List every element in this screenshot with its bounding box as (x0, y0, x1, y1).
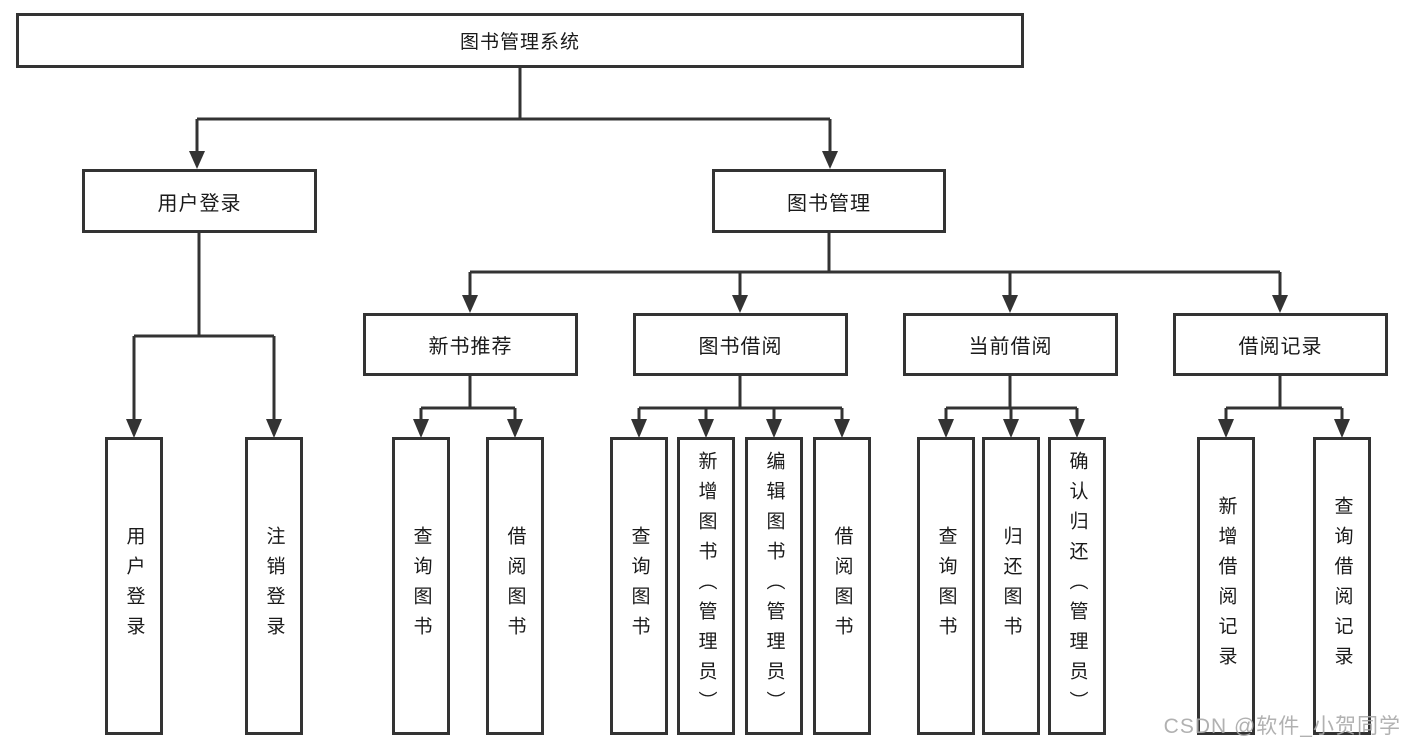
connector-book-mgmt-to-level3 (462, 233, 1288, 313)
leaf-query-borrow-record: 查询借阅记录 (1313, 437, 1371, 735)
leaf-label: 新增借阅记录 (1215, 496, 1237, 676)
leaf-query-books-recommend: 查询图书 (392, 437, 450, 735)
leaf-add-book-admin: 新增图书（管理员） (677, 437, 735, 735)
connector-borrow-to-leaves (631, 376, 850, 438)
node-label: 图书管理 (787, 192, 871, 215)
node-label: 新书推荐 (428, 336, 513, 358)
node-new-book-recommendation: 新书推荐 (363, 313, 578, 376)
leaf-label: 新增图书（管理员） (695, 451, 717, 721)
node-label: 当前借阅 (968, 336, 1053, 358)
leaf-return-book: 归还图书 (982, 437, 1040, 735)
leaf-logout: 注销登录 (245, 437, 303, 735)
node-label: 用户登录 (157, 192, 242, 215)
csdn-watermark: CSDN @软件_小贺同学 (1163, 715, 1401, 738)
leaf-add-borrow-record: 新增借阅记录 (1197, 437, 1255, 735)
connector-root-to-level2 (189, 68, 838, 169)
leaf-query-books-current: 查询图书 (917, 437, 975, 735)
leaf-label: 用户登录 (123, 526, 145, 646)
leaf-confirm-return-admin: 确认归还（管理员） (1048, 437, 1106, 735)
leaf-label: 编辑图书（管理员） (763, 451, 785, 721)
node-library-management-system: 图书管理系统 (16, 13, 1024, 68)
node-book-borrowing: 图书借阅 (633, 313, 848, 376)
leaf-label: 注销登录 (263, 526, 285, 646)
leaf-label: 查询图书 (935, 526, 957, 646)
node-label: 图书管理系统 (459, 32, 580, 53)
leaf-borrow-books-recommend: 借阅图书 (486, 437, 544, 735)
connector-records-to-leaves (1218, 376, 1350, 438)
leaf-edit-book-admin: 编辑图书（管理员） (745, 437, 803, 735)
leaf-label: 确认归还（管理员） (1066, 451, 1088, 721)
leaf-borrow-books-borrow: 借阅图书 (813, 437, 871, 735)
node-current-borrowing: 当前借阅 (903, 313, 1118, 376)
connector-user-login-to-leaves (126, 233, 282, 438)
connector-recommend-to-leaves (413, 376, 523, 438)
node-borrowing-records: 借阅记录 (1173, 313, 1388, 376)
leaf-label: 查询图书 (410, 526, 432, 646)
leaf-label: 查询图书 (628, 526, 650, 646)
leaf-user-login: 用户登录 (105, 437, 163, 735)
node-book-management: 图书管理 (712, 169, 946, 233)
leaf-label: 借阅图书 (504, 526, 526, 646)
leaf-label: 查询借阅记录 (1331, 496, 1353, 676)
leaf-query-books-borrow: 查询图书 (610, 437, 668, 735)
connector-current-to-leaves (938, 376, 1085, 438)
node-label: 图书借阅 (698, 336, 783, 358)
leaf-label: 借阅图书 (831, 526, 853, 646)
node-user-login-branch: 用户登录 (82, 169, 317, 233)
node-label: 借阅记录 (1238, 336, 1323, 358)
leaf-label: 归还图书 (1000, 526, 1022, 646)
